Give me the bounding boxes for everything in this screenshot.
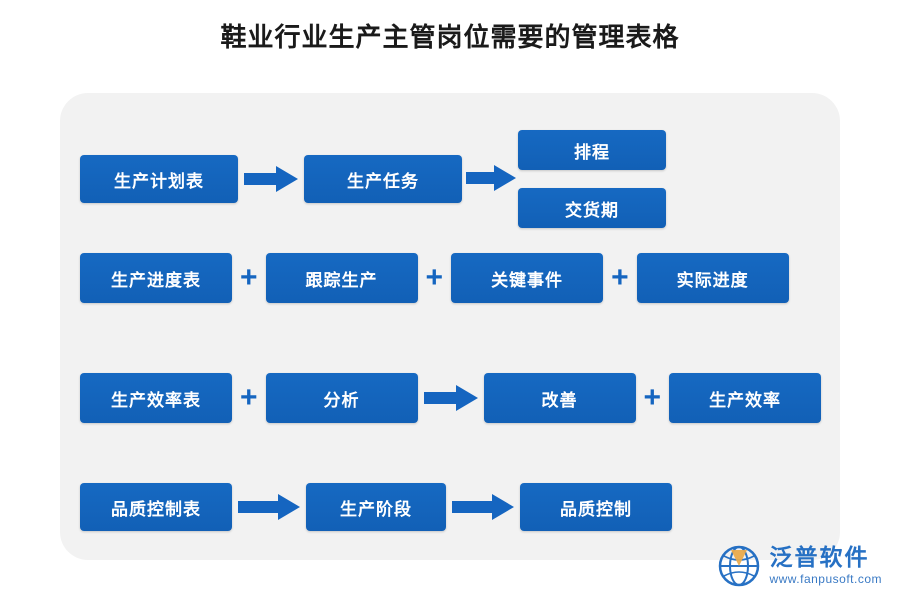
node-production-task[interactable]: 生产任务 xyxy=(304,155,462,203)
arrow-icon xyxy=(418,385,484,411)
page-title: 鞋业行业生产主管岗位需要的管理表格 xyxy=(220,22,680,52)
diagram-row-quality-control: 品质控制表 生产阶段 品质控制 xyxy=(80,483,672,531)
arrow-icon xyxy=(446,494,520,520)
node-production-efficiency-table[interactable]: 生产效率表 xyxy=(80,373,232,423)
node-quality-control[interactable]: 品质控制 xyxy=(520,483,672,531)
diagram-panel: 生产计划表 生产任务 排程 交货期 生产进度表 + 跟踪生产 + xyxy=(60,93,840,560)
node-delivery-date[interactable]: 交货期 xyxy=(518,188,666,228)
plus-icon: + xyxy=(240,261,258,294)
plus-icon: + xyxy=(643,381,662,414)
diagram-row-production-plan: 生产计划表 生产任务 排程 交货期 xyxy=(80,129,666,229)
watermark-url: www.fanpusoft.com xyxy=(769,572,882,587)
node-key-events[interactable]: 关键事件 xyxy=(451,253,604,303)
node-production-stage[interactable]: 生产阶段 xyxy=(306,483,446,531)
diagram-row-production-efficiency: 生产效率表 + 分析 改善 + 生产效率 xyxy=(80,373,822,423)
node-production-progress-table[interactable]: 生产进度表 xyxy=(80,253,232,303)
watermark-brand: 泛普软件 xyxy=(769,544,870,571)
diagram-rows: 生产计划表 生产任务 排程 交货期 生产进度表 + 跟踪生产 + xyxy=(60,93,840,560)
node-production-plan-table[interactable]: 生产计划表 xyxy=(80,155,238,203)
node-track-production[interactable]: 跟踪生产 xyxy=(265,253,418,303)
arrow-icon xyxy=(238,166,304,192)
watermark: 泛普软件 www.fanpusoft.com xyxy=(717,544,882,588)
globe-icon xyxy=(717,544,761,588)
node-scheduling[interactable]: 排程 xyxy=(518,130,666,170)
plus-icon: + xyxy=(240,381,258,414)
node-actual-progress[interactable]: 实际进度 xyxy=(636,253,789,303)
node-analysis[interactable]: 分析 xyxy=(265,373,418,423)
arrow-icon xyxy=(232,494,306,520)
node-quality-control-table[interactable]: 品质控制表 xyxy=(80,483,232,531)
watermark-text: 泛普软件 www.fanpusoft.com xyxy=(769,544,882,587)
node-improvement[interactable]: 改善 xyxy=(483,373,636,423)
branch-group: 排程 交货期 xyxy=(518,130,666,228)
node-production-efficiency[interactable]: 生产效率 xyxy=(669,373,822,423)
plus-icon: + xyxy=(425,261,444,294)
plus-icon: + xyxy=(611,261,629,294)
arrow-icon xyxy=(462,129,518,229)
diagram-row-production-progress: 生产进度表 + 跟踪生产 + 关键事件 + 实际进度 xyxy=(80,253,789,303)
